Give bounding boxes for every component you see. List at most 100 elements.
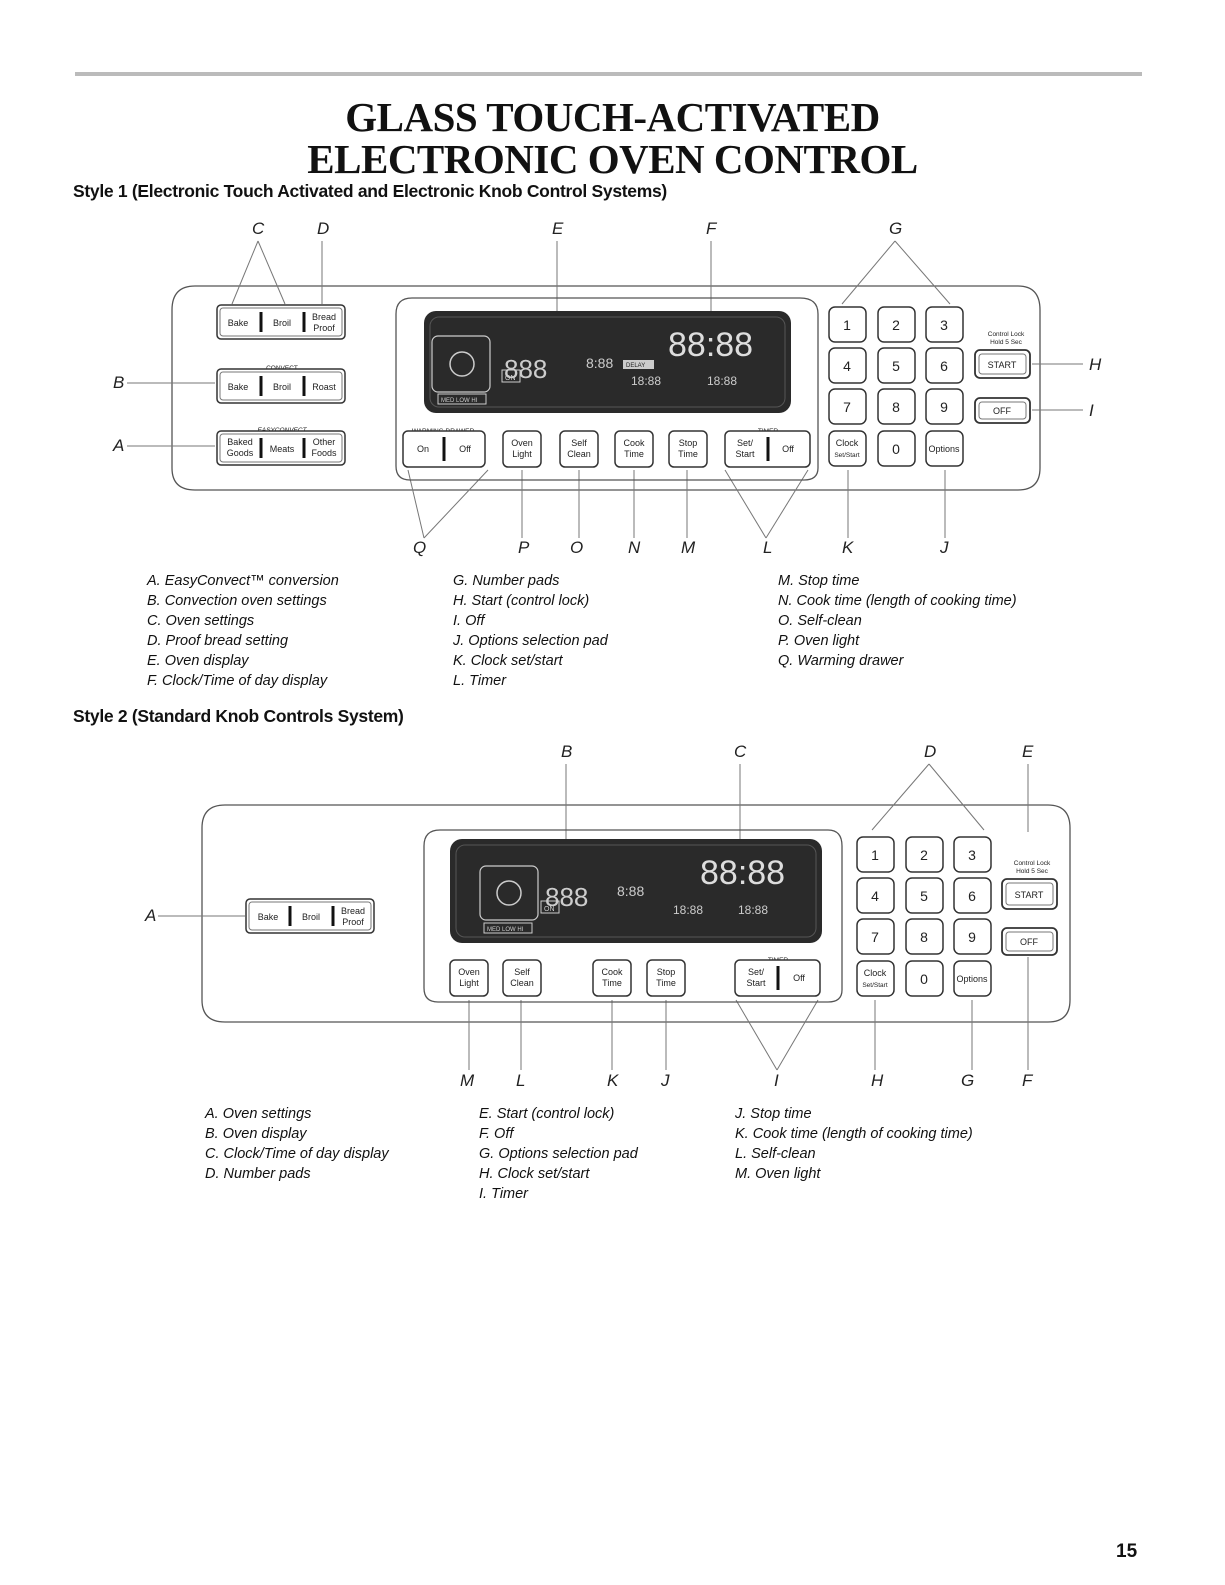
svg-text:6: 6 — [940, 358, 948, 374]
svg-text:Bread: Bread — [341, 906, 365, 916]
lcd-clock: 88:88 — [668, 326, 753, 364]
svg-text:Meats: Meats — [270, 444, 295, 454]
svg-text:Time: Time — [624, 449, 644, 459]
lcd-temp: 888 — [504, 354, 547, 384]
broil-button: Broil — [273, 318, 291, 328]
svg-text:Time: Time — [656, 978, 676, 988]
svg-text:Self: Self — [514, 967, 530, 977]
svg-text:OFF: OFF — [1020, 937, 1038, 947]
off-button: OFF — [974, 397, 1031, 424]
s2-callout-a: A — [144, 906, 156, 925]
svg-text:Goods: Goods — [227, 448, 254, 458]
callout-p: P — [518, 538, 530, 557]
svg-text:18:88: 18:88 — [738, 903, 768, 917]
svg-text:ON: ON — [544, 906, 555, 913]
svg-text:Off: Off — [782, 444, 794, 454]
svg-text:18:88: 18:88 — [707, 374, 737, 388]
svg-text:Control Lock: Control Lock — [1014, 860, 1051, 867]
svg-text:8:88: 8:88 — [617, 883, 644, 899]
svg-text:2: 2 — [892, 317, 900, 333]
control-lock-label: Control Lock — [988, 331, 1025, 338]
svg-text:18:88: 18:88 — [631, 374, 661, 388]
svg-text:1: 1 — [843, 317, 851, 333]
svg-text:Light: Light — [512, 449, 532, 459]
svg-text:5: 5 — [892, 358, 900, 374]
s2-callout-c: C — [734, 742, 747, 761]
svg-text:Oven: Oven — [511, 438, 533, 448]
s2-callout-m: M — [460, 1071, 475, 1090]
oven-settings-group: Bake Broil Bread Proof — [216, 304, 346, 340]
svg-text:OFF: OFF — [993, 406, 1011, 416]
svg-text:Off: Off — [793, 973, 805, 983]
s2-callout-g: G — [961, 1071, 974, 1090]
svg-text:Other: Other — [313, 437, 336, 447]
svg-text:START: START — [988, 360, 1017, 370]
style2-panel-diagram: B C D E A M L K J I H G F Bake Broil Bre… — [144, 742, 1071, 1090]
s2-callout-f: F — [1022, 1071, 1034, 1090]
proof-label: Proof — [313, 323, 335, 333]
svg-text:18:88: 18:88 — [673, 903, 703, 917]
top-rule — [75, 72, 1142, 76]
svg-text:On: On — [417, 444, 429, 454]
svg-text:Self: Self — [571, 438, 587, 448]
svg-text:888: 888 — [545, 882, 588, 912]
svg-text:3: 3 — [940, 317, 948, 333]
callout-b: B — [113, 373, 124, 392]
callout-q: Q — [413, 538, 426, 557]
svg-text:Set/: Set/ — [748, 967, 765, 977]
s2-callout-b: B — [561, 742, 572, 761]
convect-group: CONVECT Bake Broil Roast — [216, 365, 346, 404]
svg-text:Hold 5 Sec: Hold 5 Sec — [1016, 868, 1049, 875]
page-title-line1: GLASS TOUCH-ACTIVATED — [345, 94, 880, 140]
easyconvect-group: EASYCONVECT Baked Goods Meats Other Food… — [216, 427, 346, 466]
start-button: START — [974, 349, 1031, 379]
svg-text:8: 8 — [892, 399, 900, 415]
svg-text:Set/: Set/ — [737, 438, 754, 448]
svg-text:Time: Time — [602, 978, 622, 988]
svg-text:9: 9 — [940, 399, 948, 415]
svg-text:Set/Start: Set/Start — [834, 452, 859, 459]
svg-text:1: 1 — [871, 847, 879, 863]
svg-text:MED LOW HI: MED LOW HI — [487, 927, 524, 933]
svg-text:Broil: Broil — [273, 382, 291, 392]
svg-text:Bake: Bake — [228, 382, 249, 392]
svg-text:7: 7 — [843, 399, 851, 415]
svg-text:9: 9 — [968, 929, 976, 945]
callout-g: G — [889, 219, 902, 238]
svg-text:5: 5 — [920, 888, 928, 904]
svg-text:Start: Start — [735, 449, 755, 459]
s2-callout-i: I — [774, 1071, 779, 1090]
svg-text:0: 0 — [892, 441, 900, 457]
svg-text:7: 7 — [871, 929, 879, 945]
svg-text:Light: Light — [459, 978, 479, 988]
callout-n: N — [628, 538, 641, 557]
callout-e: E — [552, 219, 564, 238]
svg-text:8:88: 8:88 — [586, 355, 613, 371]
leader-lines — [127, 240, 1083, 539]
svg-text:6: 6 — [968, 888, 976, 904]
svg-text:Clock: Clock — [836, 438, 859, 448]
panel-outline — [171, 285, 1041, 491]
svg-text:3: 3 — [968, 847, 976, 863]
oven-display: 888 8:88 88:88 DELAY ON 18:88 18:88 MED … — [424, 311, 791, 413]
callout-i: I — [1089, 401, 1094, 420]
svg-text:Stop: Stop — [679, 438, 698, 448]
page-title-line2: ELECTRONIC OVEN CONTROL — [307, 136, 918, 182]
style2-heading: Style 2 (Standard Knob Controls System) — [73, 706, 404, 726]
svg-text:Bake: Bake — [258, 912, 279, 922]
callout-l: L — [763, 538, 772, 557]
warming-drawer-buttons: On Off — [402, 430, 486, 468]
svg-text:Hold 5 Sec: Hold 5 Sec — [990, 339, 1023, 346]
svg-text:Off: Off — [459, 444, 471, 454]
svg-text:Options: Options — [956, 974, 988, 984]
callout-f: F — [706, 219, 718, 238]
svg-text:MED LOW HI: MED LOW HI — [441, 398, 478, 404]
